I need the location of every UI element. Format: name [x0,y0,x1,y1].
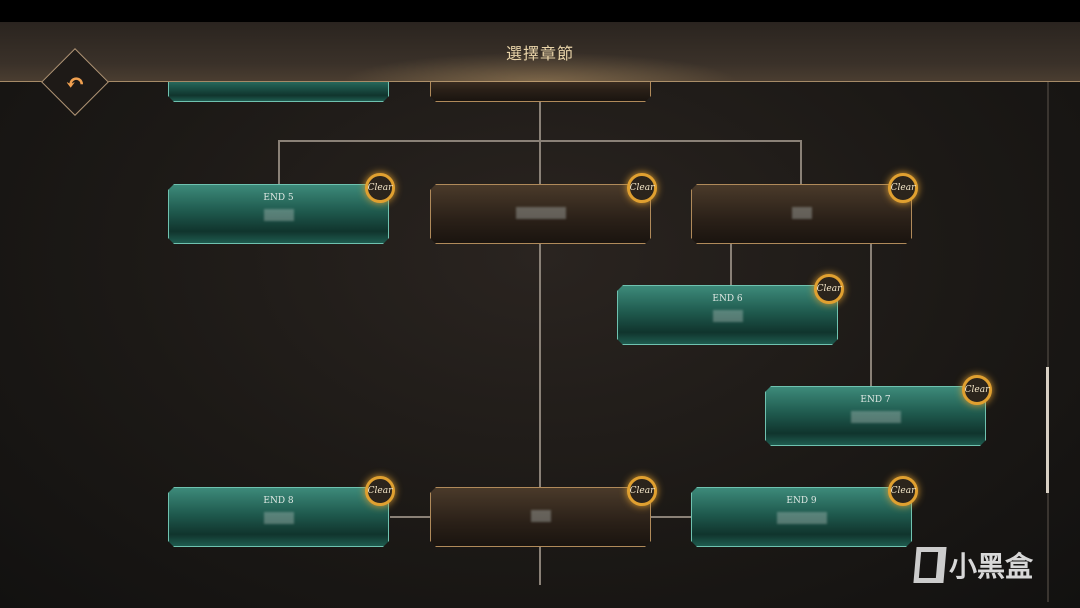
watermark: 小黑盒 [913,545,1034,585]
card-label: END 8 [263,496,294,506]
connector [390,516,430,518]
clear-badge: Clear [365,173,395,203]
redacted-title [516,207,566,219]
top-black-bar [0,0,1080,22]
connector [539,244,541,487]
redacted-title [264,512,294,524]
clear-badge: Clear [627,173,657,203]
card-label: END 6 [712,294,743,304]
connector [870,244,872,386]
connector [278,140,280,184]
chapter-card[interactable] [430,184,651,244]
page-title: 選擇章節 [505,44,574,63]
ending-card-end9[interactable]: END 9 [691,487,912,547]
clear-badge: Clear [888,476,918,506]
connector [539,547,541,585]
ending-card-end8[interactable]: END 8 [168,487,389,547]
clear-badge: Clear [627,476,657,506]
redacted-title [777,512,827,524]
header-bar: 選擇章節 [0,22,1080,82]
connector [800,140,802,184]
redacted-title [531,510,551,522]
clear-badge: Clear [365,476,395,506]
chapter-card[interactable] [691,184,912,244]
scrollbar-thumb[interactable] [1046,367,1049,493]
redacted-title [713,310,743,322]
connector [650,516,691,518]
watermark-text: 小黑盒 [949,550,1034,583]
card-label: END 9 [786,496,817,506]
connector [539,100,541,184]
connector [730,244,732,285]
clear-badge: Clear [814,274,844,304]
watermark-logo-icon [913,547,947,583]
connector [278,140,802,142]
scrollbar-track[interactable] [1047,82,1049,602]
ending-card-end6[interactable]: END 6 [617,285,838,345]
ending-card-end5[interactable]: END 5 [168,184,389,244]
ending-card-end7[interactable]: END 7 [765,386,986,446]
back-arrow-icon: ↶ [64,67,86,97]
clear-badge: Clear [962,375,992,405]
redacted-title [851,411,901,423]
redacted-title [792,207,812,219]
card-label: END 5 [263,193,294,203]
redacted-title [264,209,294,221]
card-label: END 7 [860,395,891,405]
chapter-card[interactable] [430,487,651,547]
clear-badge: Clear [888,173,918,203]
